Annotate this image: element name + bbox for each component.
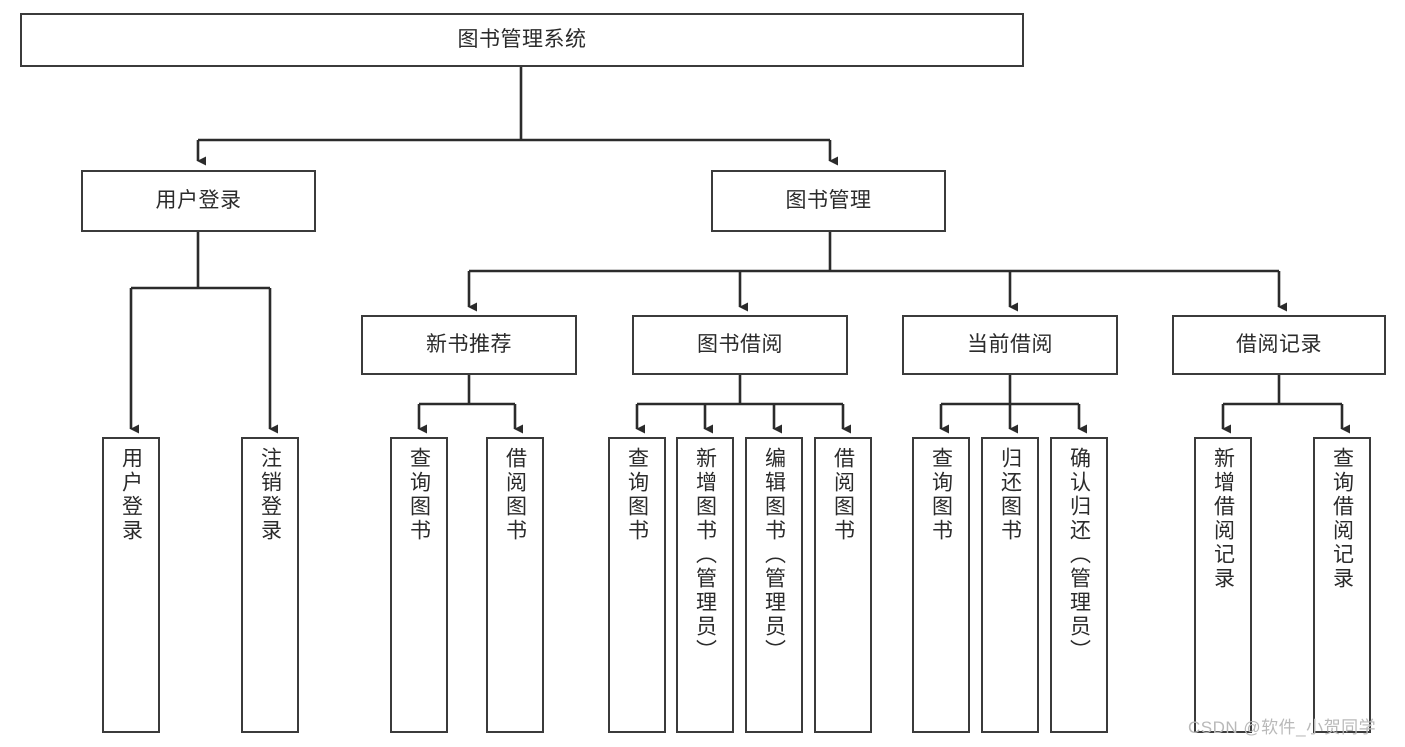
node-book-management[interactable]: 图书管理 bbox=[711, 170, 946, 232]
leaf-book-borrow-borrow[interactable]: 借阅图书 bbox=[814, 437, 872, 733]
node-label: 编辑图书（管理员） bbox=[762, 447, 786, 663]
leaf-user-login-logout[interactable]: 注销登录 bbox=[241, 437, 299, 733]
node-root-system[interactable]: 图书管理系统 bbox=[20, 13, 1024, 67]
node-label: 归还图书 bbox=[998, 447, 1022, 543]
node-borrow-record[interactable]: 借阅记录 bbox=[1172, 315, 1386, 375]
node-label: 当前借阅 bbox=[967, 332, 1053, 356]
leaf-book-borrow-edit[interactable]: 编辑图书（管理员） bbox=[745, 437, 803, 733]
node-label: 用户登录 bbox=[119, 447, 143, 543]
node-label: 图书管理系统 bbox=[457, 27, 587, 51]
leaf-current-borrow-return[interactable]: 归还图书 bbox=[981, 437, 1039, 733]
node-book-borrow[interactable]: 图书借阅 bbox=[632, 315, 848, 375]
node-label: 新书推荐 bbox=[426, 332, 512, 356]
node-label: 图书管理 bbox=[785, 188, 872, 212]
node-label: 用户登录 bbox=[155, 188, 242, 212]
leaf-borrow-record-add[interactable]: 新增借阅记录 bbox=[1194, 437, 1252, 733]
node-label: 查询图书 bbox=[625, 447, 649, 543]
node-label: 注销登录 bbox=[258, 447, 282, 543]
node-label: 查询图书 bbox=[407, 447, 431, 543]
leaf-book-borrow-add[interactable]: 新增图书（管理员） bbox=[676, 437, 734, 733]
node-label: 查询图书 bbox=[929, 447, 953, 543]
node-label: 查询借阅记录 bbox=[1330, 447, 1354, 591]
leaf-book-borrow-query[interactable]: 查询图书 bbox=[608, 437, 666, 733]
leaf-current-borrow-query[interactable]: 查询图书 bbox=[912, 437, 970, 733]
leaf-new-book-borrow[interactable]: 借阅图书 bbox=[486, 437, 544, 733]
leaf-borrow-record-query[interactable]: 查询借阅记录 bbox=[1313, 437, 1371, 733]
node-new-book-recommend[interactable]: 新书推荐 bbox=[361, 315, 577, 375]
leaf-new-book-query[interactable]: 查询图书 bbox=[390, 437, 448, 733]
leaf-current-borrow-confirm[interactable]: 确认归还（管理员） bbox=[1050, 437, 1108, 733]
node-current-borrow[interactable]: 当前借阅 bbox=[902, 315, 1118, 375]
node-label: 新增图书（管理员） bbox=[693, 447, 717, 663]
node-label: 确认归还（管理员） bbox=[1067, 447, 1091, 663]
node-label: 借阅图书 bbox=[503, 447, 527, 543]
node-label: 借阅图书 bbox=[831, 447, 855, 543]
node-user-login[interactable]: 用户登录 bbox=[81, 170, 316, 232]
leaf-user-login-login[interactable]: 用户登录 bbox=[102, 437, 160, 733]
node-label: 图书借阅 bbox=[697, 332, 783, 356]
node-label: 新增借阅记录 bbox=[1211, 447, 1235, 591]
node-label: 借阅记录 bbox=[1236, 332, 1322, 356]
